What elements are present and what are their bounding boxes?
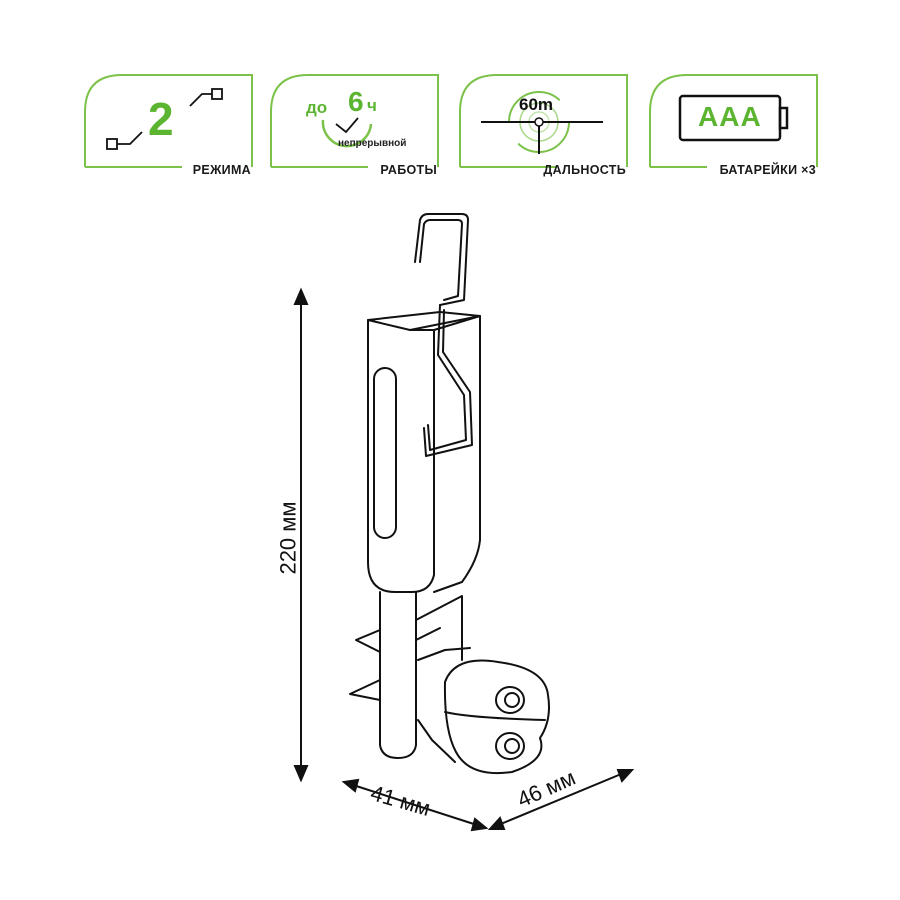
card-frame [649,74,818,168]
runtime-unit: ч [367,96,377,115]
feature-card-batteries: AAA БАТАРЕЙКИ ×3 [647,72,822,177]
modes-icon [106,88,223,150]
card-frame [84,74,253,168]
height-label: 220 мм [275,501,301,575]
battery-type: AAA [698,101,762,132]
runtime-value: 6 [348,86,364,117]
battery-caption: БАТАРЕЙКИ ×3 [719,163,816,177]
depth-dimension [487,769,635,830]
width-dimension [341,778,489,832]
target-icon [481,91,603,154]
height-dimension [293,287,309,783]
feature-card-runtime: до 6 ч непрерывной РАБОТЫ [268,72,443,177]
range-caption: ДАЛЬНОСТЬ [543,163,626,177]
hook-icon [414,213,469,306]
runtime-caption: РАБОТЫ [380,163,437,177]
card-frame [459,74,628,168]
battery-icon [678,94,789,142]
feature-card-modes: 2 РЕЖИМА [82,72,257,177]
body [367,319,435,593]
range-value: 60m [519,95,554,114]
modes-value: 2 [148,93,174,145]
feature-card-range: 60m ДАЛЬНОСТЬ [457,72,632,177]
runtime-sub: непрерывной [338,138,407,149]
runtime-prefix: до [306,98,328,117]
card-frame [270,74,439,168]
modes-caption: РЕЖИМА [192,163,251,177]
clock-icon [321,117,373,148]
